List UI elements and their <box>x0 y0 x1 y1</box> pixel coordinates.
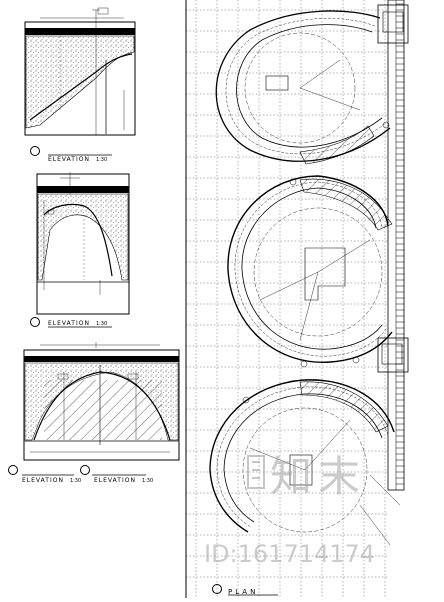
elevation-badge-1 <box>30 146 40 156</box>
plan-badge <box>212 584 222 594</box>
elevation-badge-2 <box>30 317 40 327</box>
caption-underlines <box>22 154 278 596</box>
plan-view <box>185 0 409 598</box>
plan-grid <box>186 0 388 598</box>
elevation-view-3 <box>23 342 180 461</box>
elevation-badge-4 <box>80 465 90 475</box>
plan-caption: PLAN <box>228 588 259 596</box>
elevation-view-2 <box>36 172 130 315</box>
elevation-badge-3 <box>8 465 18 475</box>
elevation-view-1 <box>24 7 136 136</box>
